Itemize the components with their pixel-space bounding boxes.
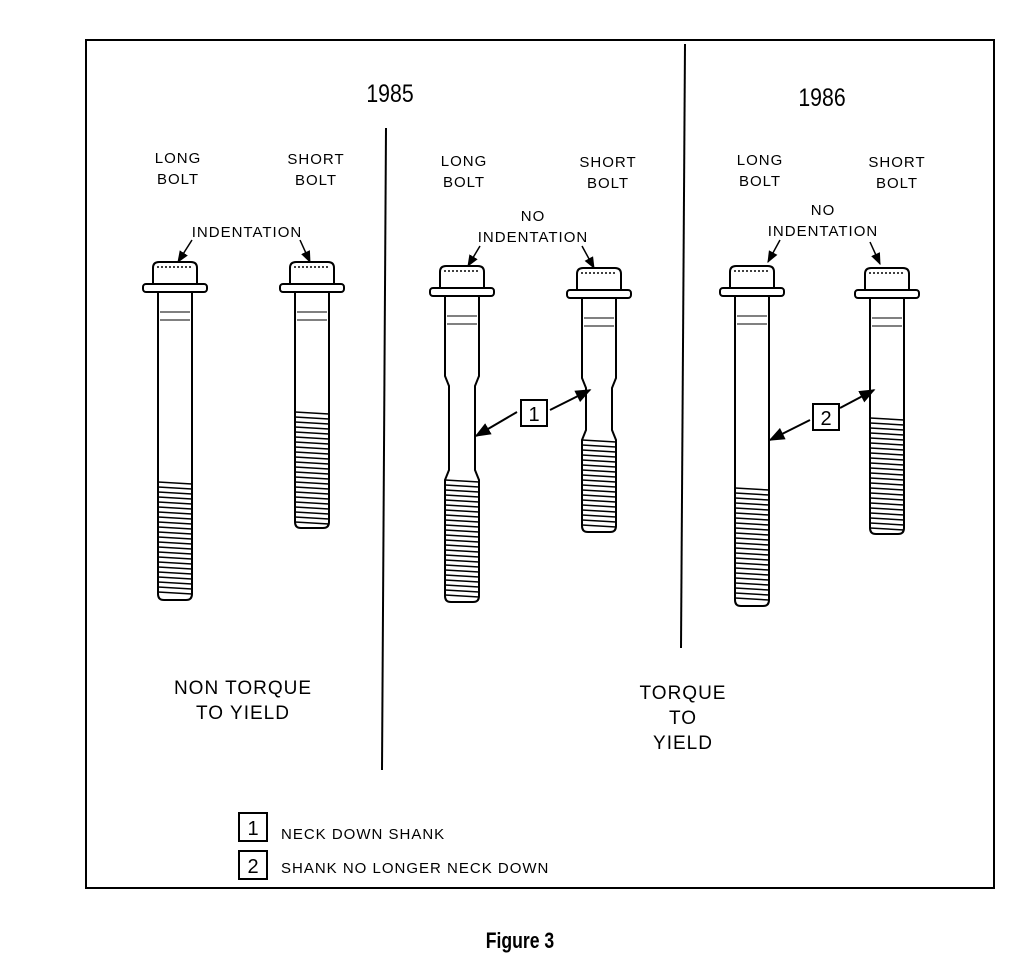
callout-arrows — [474, 389, 876, 441]
arrow-1-short — [549, 389, 592, 411]
outer-frame — [85, 39, 995, 889]
callout-1: 1 — [520, 399, 548, 427]
bolts-group — [142, 261, 920, 607]
arrow-2-short — [839, 389, 876, 409]
figure-caption: Figure 3 — [485, 928, 555, 953]
bolt-long-1985-left — [142, 261, 208, 601]
legend-box-1: 1 — [238, 812, 268, 842]
legend-text-2: SHANK NO LONGER NECK DOWN — [281, 860, 550, 877]
bolt-long-1986 — [719, 265, 785, 607]
label-indentation: INDENTATION — [191, 224, 303, 241]
year-1986: 1986 — [798, 84, 846, 112]
legend-text-1: NECK DOWN SHANK — [281, 826, 446, 843]
bolt-short-1985-left — [279, 261, 345, 529]
legend-box-2: 2 — [238, 850, 268, 880]
year-1985: 1985 — [366, 80, 414, 108]
indentation-leaders — [177, 239, 881, 270]
divider-tty — [381, 127, 387, 771]
bolt-short-1985-tty — [566, 267, 632, 533]
arrow-1-long — [474, 411, 518, 437]
callout-2: 2 — [812, 403, 840, 431]
arrow-2-long — [768, 419, 811, 441]
bolt-long-1985-tty — [429, 265, 495, 603]
bolt-short-1986 — [854, 267, 920, 535]
divider-1986 — [680, 43, 686, 649]
